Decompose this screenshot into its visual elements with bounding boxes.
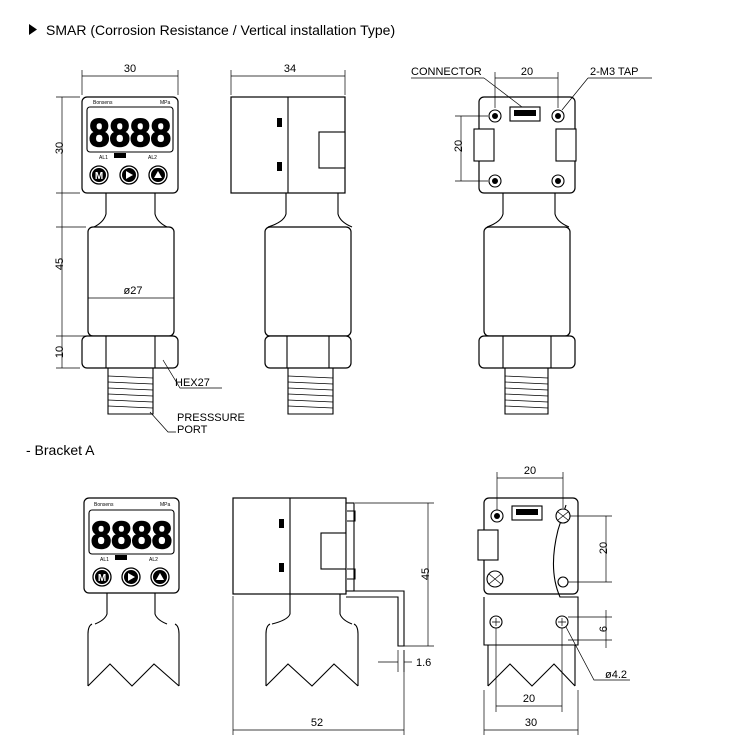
hex-label: HEX27	[175, 377, 210, 389]
dim-bracket-right-20: 20	[598, 542, 610, 554]
dim-bracket-height-45: 45	[420, 568, 432, 580]
bracket-brand-label: Bonsens	[94, 502, 114, 508]
dim-pitch-v-20: 20	[453, 140, 465, 152]
dim-pitch-h-20: 20	[521, 66, 533, 78]
mode-button-icon: M	[89, 165, 109, 185]
port-label-1: PRESSSURE	[177, 412, 245, 424]
back-view: CONNECTOR 20 2-M3 TAP 20	[411, 66, 652, 415]
dim-bracket-bottom-20: 20	[523, 693, 535, 705]
play-triangle-icon	[29, 24, 37, 35]
dim-bracket-top-20: 20	[524, 465, 536, 477]
dim-bracket-bottom-30: 30	[525, 717, 537, 729]
bracket-next-button-icon	[121, 567, 141, 587]
dim-bracket-hole: ø4.2	[605, 669, 627, 681]
bracket-front-view: Bonsens MPa 8888 AL1 AL2 M	[83, 497, 180, 687]
dim-width-34: 34	[284, 63, 296, 75]
bracket-alarm1-label: AL1	[100, 557, 109, 563]
dim-head-30: 30	[54, 142, 66, 154]
dim-width-30: 30	[124, 63, 136, 75]
alarm2-label: AL2	[148, 155, 157, 161]
tap-label: 2-M3 TAP	[590, 66, 639, 78]
bracket-alarm2-label: AL2	[149, 557, 158, 563]
front-view: Bonsens MPa 8888 AL1 AL2 M	[54, 63, 245, 436]
connector-label: CONNECTOR	[411, 66, 482, 78]
brand-label: Bonsens	[93, 100, 113, 106]
up-button-icon	[148, 165, 168, 185]
side-view: 34	[230, 63, 353, 415]
dim-bracket-slot-6: 6	[598, 626, 610, 632]
bracket-side-view: 45 1.6 52	[232, 497, 434, 735]
dim-bracket-thickness-1-6: 1.6	[416, 657, 431, 669]
bracket-mode-button-icon: M	[92, 567, 112, 587]
bracket-up-button-icon	[150, 567, 170, 587]
bracket-unit-label: MPa	[160, 502, 171, 508]
dim-body-45: 45	[54, 258, 66, 270]
section-title-smar: SMAR (Corrosion Resistance / Vertical in…	[46, 22, 395, 38]
section-title-bracket: - Bracket A	[26, 442, 95, 458]
port-label-2: PORT	[177, 424, 208, 436]
svg-text:M: M	[98, 573, 106, 584]
svg-text:M: M	[95, 171, 103, 182]
lcd-digits: 8888	[89, 112, 171, 155]
dim-bracket-depth-52: 52	[311, 717, 323, 729]
led-indicator	[114, 153, 126, 158]
dim-diameter-27: ø27	[124, 285, 143, 297]
alarm1-label: AL1	[99, 155, 108, 161]
bracket-lcd-digits: 8888	[91, 515, 172, 557]
bracket-back-view: 20 20 6 ø4.2 20 30	[477, 465, 630, 735]
dim-hex-10: 10	[54, 346, 66, 358]
next-button-icon	[119, 165, 139, 185]
unit-label: MPa	[160, 100, 171, 106]
